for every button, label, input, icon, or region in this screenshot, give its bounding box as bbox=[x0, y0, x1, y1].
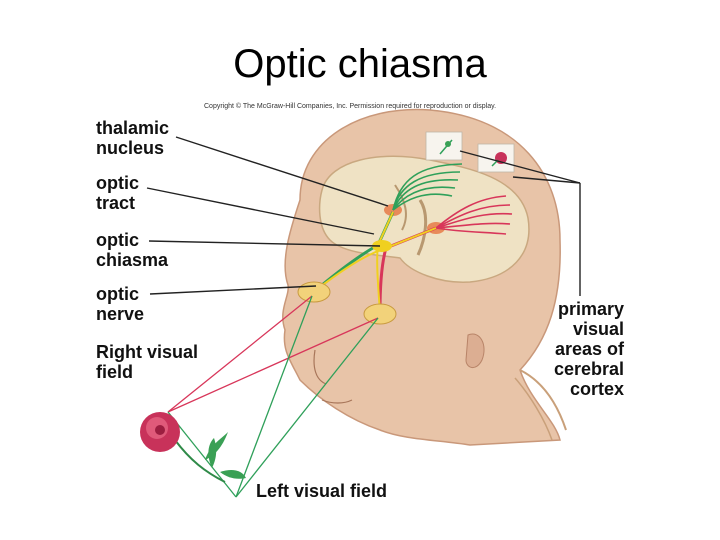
label-thalamic-nucleus: thalamic nucleus bbox=[96, 118, 169, 158]
label-line: primary bbox=[546, 299, 624, 319]
label-line: thalamic bbox=[96, 118, 169, 138]
label-line: nerve bbox=[96, 304, 144, 324]
label-optic-chiasma: optic chiasma bbox=[96, 230, 168, 270]
label-line: Right visual bbox=[96, 342, 198, 362]
rose-illustration bbox=[140, 412, 246, 482]
label-optic-nerve: optic nerve bbox=[96, 284, 144, 324]
label-line: field bbox=[96, 362, 198, 382]
label-line: cortex bbox=[546, 379, 624, 399]
label-line: areas of bbox=[546, 339, 624, 359]
label-line: tract bbox=[96, 193, 139, 213]
label-line: chiasma bbox=[96, 250, 168, 270]
label-primary-visual-areas: primary visual areas of cerebral cortex bbox=[546, 299, 624, 399]
label-line: optic bbox=[96, 230, 168, 250]
label-left-visual-field: Left visual field bbox=[256, 481, 387, 501]
label-line: visual bbox=[546, 319, 624, 339]
label-line: nucleus bbox=[96, 138, 169, 158]
label-line: optic bbox=[96, 173, 139, 193]
label-right-visual-field: Right visual field bbox=[96, 342, 198, 382]
label-optic-tract: optic tract bbox=[96, 173, 139, 213]
label-line: cerebral bbox=[546, 359, 624, 379]
label-line: optic bbox=[96, 284, 144, 304]
